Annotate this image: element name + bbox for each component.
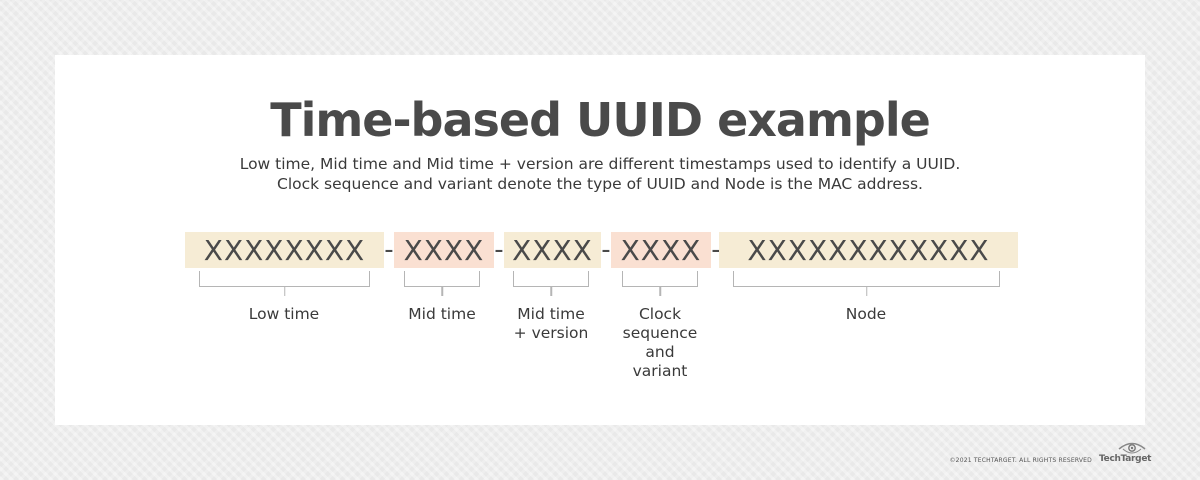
label-node: Node — [845, 305, 887, 323]
label-clock-sequence: Clock sequence and variant — [622, 305, 698, 380]
bracket-mid-time — [404, 271, 480, 287]
diagram-subtitle: Low time, Mid time and Mid time + versio… — [55, 154, 1145, 194]
diagram-card: Time-based UUID example Low time, Mid ti… — [55, 55, 1145, 425]
segment-low-time: XXXXXXXX — [185, 232, 384, 268]
techtarget-logo: TechTarget — [1099, 440, 1152, 468]
label-mid-time-version: Mid time + version — [513, 305, 589, 342]
segment-node: XXXXXXXXXXXX — [719, 232, 1018, 268]
label-mid-time: Mid time — [408, 305, 476, 323]
subtitle-line-2: Clock sequence and variant denote the ty… — [277, 175, 923, 193]
subtitle-line-1: Low time, Mid time and Mid time + versio… — [239, 155, 961, 173]
separator-dash: - — [384, 235, 394, 265]
segment-mid-time: XXXX — [394, 232, 494, 268]
separator-dash: - — [711, 235, 721, 265]
bracket-clock-sequence — [622, 271, 698, 287]
eye-icon — [1118, 442, 1146, 454]
copyright-notice: ©2021 TECHTARGET. ALL RIGHTS RESERVED — [949, 457, 1092, 464]
segment-clock-sequence: XXXX — [611, 232, 711, 268]
separator-dash: - — [494, 235, 504, 265]
bracket-low-time — [199, 271, 370, 287]
diagram-title: Time-based UUID example — [270, 93, 931, 147]
label-low-time: Low time — [248, 305, 320, 323]
bracket-node — [733, 271, 1000, 287]
logo-text: TechTarget — [1099, 454, 1152, 464]
segment-mid-time-version: XXXX — [504, 232, 601, 268]
separator-dash: - — [601, 235, 611, 265]
bracket-mid-time-version — [513, 271, 589, 287]
